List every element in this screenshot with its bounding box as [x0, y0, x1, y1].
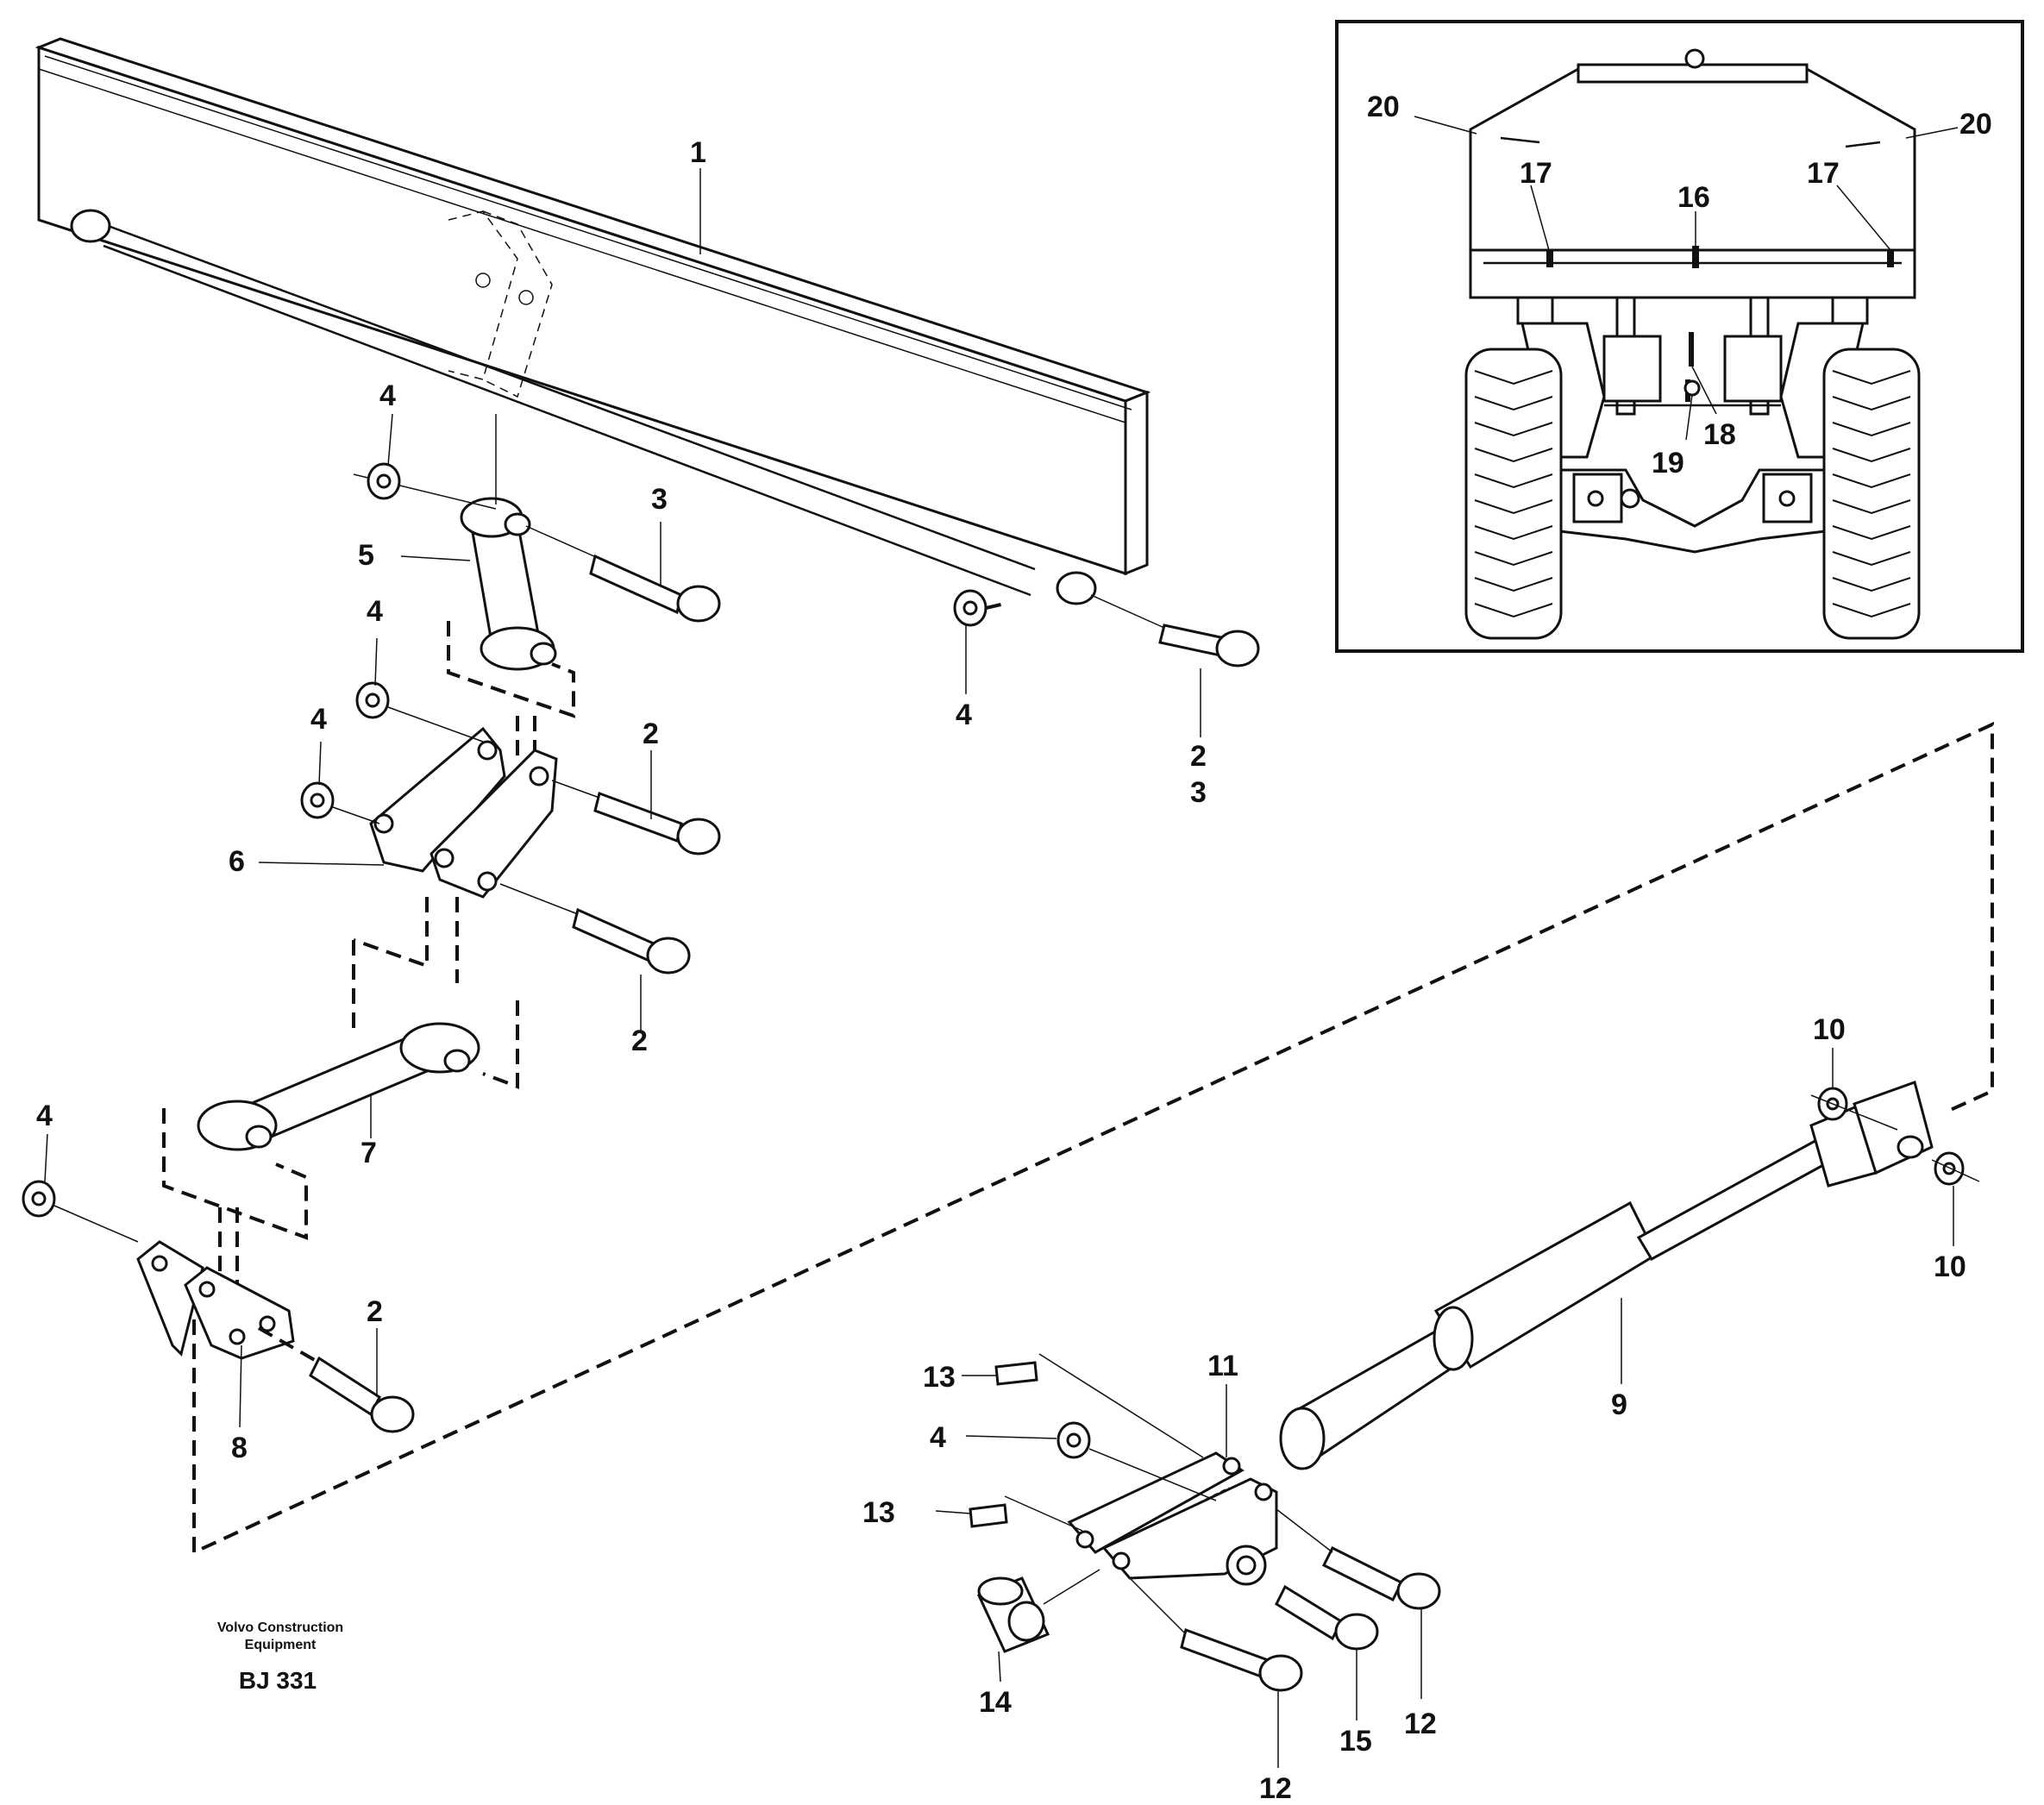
callout-7: 7	[361, 1137, 377, 1169]
callout-4: 4	[367, 595, 383, 628]
beam-part-1	[34, 37, 1151, 605]
leader-lines	[44, 168, 1954, 1768]
lever-part-11	[1067, 1451, 1278, 1586]
credit-line2: Equipment	[245, 1638, 317, 1652]
bolt-12b	[1276, 1508, 1441, 1610]
screw-13a	[994, 1353, 1204, 1458]
callout-10: 10	[1813, 1013, 1846, 1046]
cylinder-part-9	[1279, 1081, 1934, 1470]
callout-2: 2	[367, 1295, 383, 1328]
tyre-tread-right	[1832, 370, 1911, 618]
screw-13b	[969, 1495, 1083, 1532]
bracket-part-8	[136, 1240, 295, 1360]
callout-15: 15	[1339, 1725, 1372, 1758]
bolt-mid-b	[499, 883, 691, 975]
callout-6: 6	[229, 845, 245, 878]
bolt-low	[258, 1326, 415, 1433]
link-part-5	[353, 414, 605, 718]
callout-12: 12	[1404, 1708, 1437, 1740]
callout-4: 4	[36, 1100, 53, 1132]
callout-10: 10	[1934, 1250, 1966, 1283]
callout-13: 13	[862, 1496, 895, 1529]
nut-upper	[367, 462, 401, 500]
callout-5: 5	[358, 539, 374, 572]
inset-label-20-left: 20	[1367, 91, 1400, 123]
callout-2: 2	[1190, 740, 1207, 773]
callout-12: 12	[1259, 1772, 1292, 1805]
bolt-12a	[1129, 1577, 1303, 1692]
callout-1: 1	[690, 136, 706, 169]
inset-label-20-right: 20	[1959, 108, 1992, 141]
inset-label-16: 16	[1677, 181, 1710, 214]
nut-mid2	[300, 781, 380, 824]
callout-8: 8	[231, 1432, 248, 1464]
link-part-7	[162, 940, 519, 1240]
credit-block: Volvo Construction Equipment BJ 331	[217, 1620, 343, 1694]
credit-line1: Volvo Construction	[217, 1620, 343, 1635]
callout-4: 4	[379, 379, 396, 412]
callout-2: 2	[643, 718, 659, 750]
callout-labels: 1 4 5 3 4 4 2 6 2 4 2 3 7 4 8 2 9 10 10 …	[36, 136, 1966, 1805]
callout-11: 11	[1207, 1350, 1238, 1382]
bushing-part-14	[976, 1569, 1100, 1653]
bracket-part-6	[369, 726, 558, 899]
callout-13: 13	[923, 1361, 956, 1394]
inset-rear-view: 20 20 17 16 17 18 19	[1335, 20, 2024, 653]
callout-2: 2	[631, 1025, 648, 1057]
callout-4: 4	[930, 1421, 946, 1454]
bolt-right	[1090, 594, 1260, 667]
callout-3: 3	[651, 483, 668, 516]
inset-label-19: 19	[1652, 447, 1684, 479]
inset-label-18: 18	[1703, 418, 1736, 451]
nut-mid	[355, 681, 484, 743]
callout-4: 4	[310, 703, 327, 736]
callout-3: 3	[1190, 776, 1207, 809]
inset-label-17-left: 17	[1520, 157, 1552, 190]
callout-4: 4	[956, 699, 972, 731]
nut-low	[22, 1180, 139, 1243]
inset-label-17-right: 17	[1807, 157, 1840, 190]
bolt-upper	[589, 554, 721, 623]
callout-9: 9	[1611, 1388, 1627, 1421]
bolt-15	[1275, 1584, 1379, 1651]
nut-right	[953, 589, 1006, 627]
bolt-mid-a	[551, 780, 721, 855]
tyre-tread-left	[1474, 370, 1553, 618]
drawing-code: BJ 331	[239, 1667, 317, 1694]
washer-bottom	[1931, 1151, 1980, 1186]
nut-lever	[1056, 1421, 1217, 1501]
callout-14: 14	[979, 1686, 1012, 1719]
